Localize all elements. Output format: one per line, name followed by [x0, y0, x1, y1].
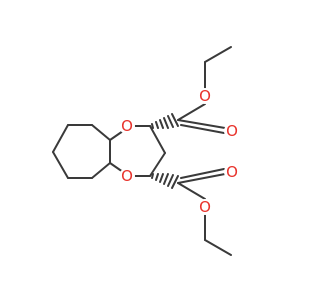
hashed-wedge-bottom [151, 173, 179, 189]
bond-c3-c2-lower [149, 152, 166, 177]
bond-ch2-ch3-top [204, 46, 232, 63]
bond-spiro-o-top [109, 130, 124, 141]
top-ester-group [151, 46, 232, 134]
bond-carbonyl-double-bottom-a [177, 173, 226, 184]
structure-diagram: O O O O O O [52, 46, 240, 256]
bond-ch2-ch3-bottom [204, 239, 232, 256]
bond-c2-c3 [149, 125, 166, 154]
bond-spiro-o-bottom [109, 162, 124, 173]
bond-carbonyl-c-to-ester-o-bottom [177, 182, 206, 200]
bond-carbonyl-double-top-a [177, 119, 226, 129]
cyclohexane-ring [52, 124, 111, 179]
hashed-wedge-top [151, 113, 179, 129]
ester-oxygen-bottom: O [199, 198, 211, 216]
bond-carbonyl-double-top-b [180, 124, 225, 134]
atom-labels: O O O O O O [119, 87, 240, 216]
bond-c3-c4 [52, 151, 69, 179]
carbonyl-oxygen-bottom: O [226, 163, 238, 181]
bond-c2-c3 [52, 124, 69, 153]
ring-oxygen-top: O [121, 117, 133, 135]
bottom-ester-group [151, 168, 232, 256]
bond-carbonyl-double-bottom-b [180, 168, 225, 179]
ester-oxygen-top: O [199, 87, 211, 105]
ring-oxygen-bottom: O [121, 167, 133, 185]
molecule-drawing: O O O O O O [52, 46, 240, 256]
bond-c5-spiro [91, 162, 111, 179]
bond-spiro-c1 [91, 124, 111, 141]
dioxolane-ring [109, 125, 166, 177]
bond-carbonyl-c-to-ester-o-top [177, 103, 206, 121]
carbonyl-oxygen-top: O [226, 122, 238, 140]
